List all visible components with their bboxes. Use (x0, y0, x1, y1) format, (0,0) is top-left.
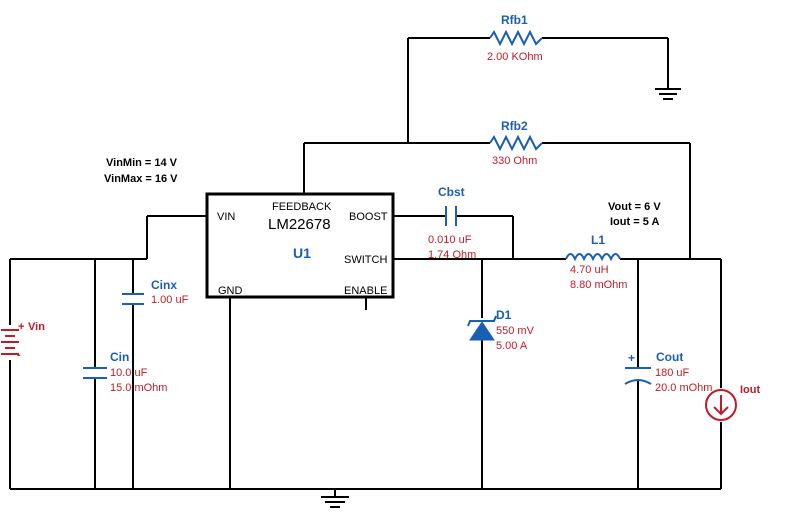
l1-dcr: 8.80 mOhm (570, 279, 627, 291)
note-iout: Iout = 5 A (610, 216, 659, 228)
pin-feedback-label: FEEDBACK (272, 201, 332, 213)
voltage-source-vin[interactable]: + - Vin (1, 321, 45, 361)
design-notes: VinMin = 14 V VinMax = 16 V Vout = 6 V I… (104, 157, 661, 228)
iout-ref: Iout (740, 384, 760, 396)
ground-symbol-bottom (321, 496, 349, 508)
note-vout: Vout = 6 V (608, 201, 661, 213)
rfb1-zigzag[interactable] (489, 29, 543, 47)
current-source-iout[interactable]: Iout (705, 384, 760, 421)
ic-u1[interactable]: VIN FEEDBACK BOOST SWITCH GND ENABLE LM2… (205, 192, 395, 299)
d1-triangle[interactable] (469, 321, 495, 341)
capacitor-cinx[interactable]: Cinx 1.00 uF (122, 278, 189, 306)
wires (9, 37, 722, 497)
resistor-rfb2[interactable]: Rfb2 330 Ohm (489, 119, 543, 167)
l1-ref: L1 (591, 233, 605, 247)
ground-symbol-rfb1 (655, 88, 681, 100)
resistor-rfb1[interactable]: Rfb1 2.00 KOhm (487, 13, 543, 63)
diode-d1[interactable]: D1 550 mV 5.00 A (467, 308, 535, 352)
cin-value: 10.0 uF (110, 367, 148, 379)
cbst-esr: 1.74 Ohm (428, 249, 476, 261)
cout-value: 180 uF (655, 367, 690, 379)
vin-minus-mark: - (17, 349, 21, 361)
d1-cathode-bar (467, 315, 497, 327)
rfb1-ref: Rfb1 (501, 13, 528, 27)
cinx-ref: Cinx (151, 278, 177, 292)
rfb2-value: 330 Ohm (492, 155, 537, 167)
inductor-l1[interactable]: L1 4.70 uH 8.80 mOhm (565, 233, 627, 291)
rfb1-value: 2.00 KOhm (487, 51, 543, 63)
cout-plus-mark: + (628, 351, 635, 365)
iout-circle[interactable] (705, 389, 737, 421)
pin-boost-label: BOOST (349, 211, 388, 223)
vin-ref: Vin (28, 321, 45, 333)
capacitor-cout[interactable]: + Cout 180 uF 20.0 mOhm (624, 350, 712, 394)
l1-coil[interactable] (565, 253, 621, 262)
cin-ref: Cin (110, 350, 129, 364)
cin-esr: 15.0 mOhm (110, 382, 167, 394)
d1-current: 5.00 A (496, 340, 528, 352)
ic-ref-label: U1 (293, 245, 311, 261)
rfb2-zigzag[interactable] (489, 134, 543, 152)
ic-body[interactable] (205, 192, 395, 299)
l1-value: 4.70 uH (570, 264, 609, 276)
note-vin-min: VinMin = 14 V (106, 157, 178, 169)
rfb2-ref: Rfb2 (501, 119, 528, 133)
capacitor-cbst[interactable]: Cbst 0.010 uF 1.74 Ohm (428, 185, 476, 261)
pin-vin-label: VIN (217, 211, 235, 223)
cbst-ref: Cbst (438, 185, 465, 199)
cbst-value: 0.010 uF (428, 234, 472, 246)
note-vin-max: VinMax = 16 V (104, 173, 178, 185)
pin-gnd-label: GND (218, 285, 243, 297)
vin-plus-mark: + (18, 321, 24, 333)
d1-ref: D1 (496, 308, 512, 322)
d1-vf: 550 mV (496, 325, 535, 337)
pin-switch-label: SWITCH (344, 254, 387, 266)
capacitor-cin[interactable]: Cin 10.0 uF 15.0 mOhm (83, 350, 167, 394)
pin-enable-label: ENABLE (344, 285, 387, 297)
cout-esr: 20.0 mOhm (655, 382, 712, 394)
cinx-value: 1.00 uF (151, 294, 189, 306)
cout-ref: Cout (656, 350, 683, 364)
ic-part-label: LM22678 (268, 216, 331, 233)
